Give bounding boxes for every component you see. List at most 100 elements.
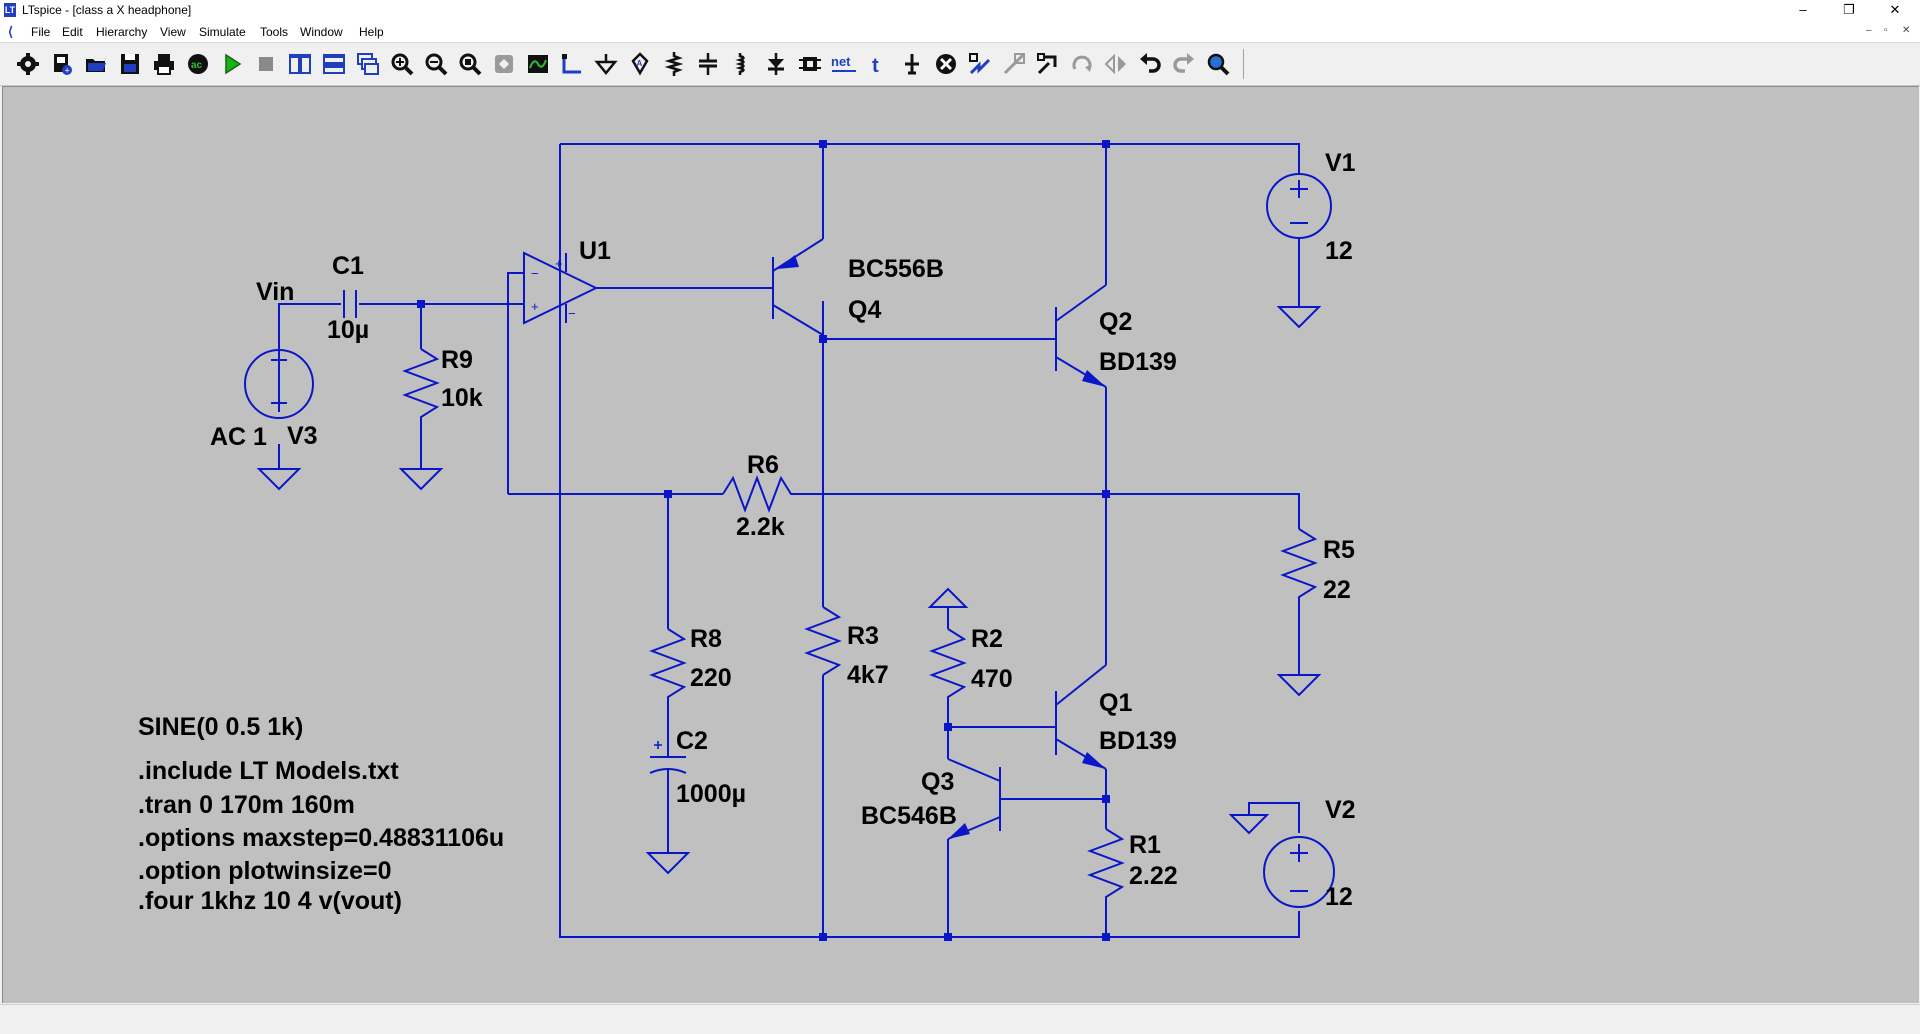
directive-four[interactable]: .four 1khz 10 4 v(vout) (138, 887, 402, 915)
place-text-button[interactable]: t (865, 51, 891, 77)
control-panel-button[interactable]: ac (185, 51, 211, 77)
rotate-button[interactable] (1069, 51, 1095, 77)
maximize-button[interactable]: ❐ (1843, 2, 1855, 17)
window-title: LTspice - [class a X headphone] (22, 3, 192, 17)
directive-option-plotwinsize[interactable]: .option plotwinsize=0 (138, 857, 391, 885)
ground-v1 (1276, 306, 1322, 329)
zoom-in-button[interactable] (389, 51, 415, 77)
resistor-r1[interactable] (1087, 828, 1125, 907)
new-schematic-button[interactable]: + (49, 51, 75, 77)
resistor-r8[interactable] (649, 628, 687, 707)
settings-button[interactable] (15, 51, 41, 77)
supply-arrow-r2 (927, 587, 969, 608)
place-component-button[interactable] (797, 51, 823, 77)
stop-icon (259, 57, 273, 71)
waveform-icon (528, 55, 548, 73)
resistor-r2[interactable] (929, 628, 967, 707)
tile-horizontal-button[interactable] (321, 51, 347, 77)
delete-icon (936, 54, 956, 74)
minimize-button[interactable]: – (1799, 2, 1807, 17)
capacitor-c1[interactable] (343, 290, 357, 318)
place-ground-button[interactable] (593, 51, 619, 77)
resistor-r6[interactable] (722, 475, 799, 513)
resistor-r5[interactable] (1280, 528, 1318, 607)
menu-file[interactable]: File (31, 25, 51, 39)
r3-name: R3 (847, 622, 879, 650)
place-port-button[interactable] (899, 51, 925, 77)
run-button[interactable] (219, 51, 245, 77)
menu-help[interactable]: Help (359, 25, 384, 39)
menu-view[interactable]: View (160, 25, 186, 39)
find-icon (1207, 53, 1230, 76)
find-button[interactable] (1205, 51, 1231, 77)
draw-wire-button[interactable] (559, 51, 585, 77)
menu-hierarchy[interactable]: Hierarchy (96, 25, 148, 39)
tile-vertical-button[interactable] (287, 51, 313, 77)
directive-options-maxstep[interactable]: .options maxstep=0.48831106u (138, 824, 504, 852)
autorange-button[interactable] (525, 51, 551, 77)
resistor-r3[interactable] (804, 606, 842, 676)
close-button[interactable]: ✕ (1889, 2, 1901, 17)
schematic-editor[interactable]: V1 12 V2 12 AC 1 V3 Vin C1 10µ R9 10k (2, 86, 1919, 1003)
c1-value: 10µ (327, 316, 369, 344)
zoom-fit-button[interactable] (457, 51, 483, 77)
capacitor-c2[interactable] (649, 741, 687, 784)
run-icon (225, 53, 242, 75)
menu-simulate[interactable]: Simulate (199, 25, 246, 39)
directive-include[interactable]: .include LT Models.txt (138, 757, 399, 785)
mirror-button[interactable] (1103, 51, 1129, 77)
place-capacitor-button[interactable] (695, 51, 721, 77)
transistor-q2[interactable] (1055, 284, 1107, 388)
mdi-restore-button[interactable]: ▫ (1884, 25, 1888, 36)
v2-value: 12 (1325, 883, 1353, 911)
menu-edit[interactable]: Edit (62, 25, 83, 39)
voltage-source-v3[interactable] (244, 349, 314, 419)
duplicate-button[interactable] (967, 51, 993, 77)
menu-tools[interactable]: Tools (260, 25, 289, 39)
voltage-source-v1[interactable] (1266, 173, 1332, 239)
transistor-q1[interactable] (1055, 664, 1107, 770)
print-button[interactable] (151, 51, 177, 77)
component-icon (799, 57, 821, 71)
halt-button[interactable] (253, 51, 279, 77)
open-button[interactable] (83, 51, 109, 77)
save-button[interactable] (117, 51, 143, 77)
resistor-r9[interactable] (402, 348, 440, 427)
drag-button[interactable] (1035, 51, 1061, 77)
mdi-close-button[interactable]: ✕ (1902, 25, 1911, 36)
place-label-button[interactable]: A (627, 51, 653, 77)
r2-value: 470 (971, 665, 1013, 693)
transistor-q3[interactable] (947, 758, 1001, 840)
place-diode-button[interactable] (763, 51, 789, 77)
opamp-pin-plus-in: + (531, 299, 539, 314)
svg-text:ac: ac (191, 60, 203, 71)
zoom-fit-icon (459, 53, 482, 76)
diode-icon (768, 53, 784, 75)
undo-button[interactable] (1137, 51, 1163, 77)
transistor-q4[interactable] (772, 238, 824, 336)
place-resistor-button[interactable] (661, 51, 687, 77)
redo-button[interactable] (1171, 51, 1197, 77)
v3-name: V3 (287, 422, 318, 450)
delete-button[interactable] (933, 51, 959, 77)
directive-sine[interactable]: SINE(0 0.5 1k) (138, 713, 303, 741)
printer-icon (154, 54, 174, 75)
zoom-out-button[interactable] (423, 51, 449, 77)
r5-name: R5 (1323, 536, 1355, 564)
menu-window[interactable]: Window (300, 25, 343, 39)
r3-value: 4k7 (847, 661, 889, 689)
spice-directive-button[interactable]: net (831, 51, 857, 77)
voltage-source-v2[interactable] (1263, 836, 1335, 908)
cascade-button[interactable] (355, 51, 381, 77)
pan-button[interactable] (491, 51, 517, 77)
schematic-canvas[interactable]: V1 12 V2 12 AC 1 V3 Vin C1 10µ R9 10k (3, 87, 1919, 1003)
redo-icon (1173, 53, 1194, 73)
place-inductor-button[interactable] (729, 51, 755, 77)
directive-tran[interactable]: .tran 0 170m 160m (138, 791, 355, 819)
mdi-minimize-button[interactable]: – (1866, 25, 1872, 36)
spice-directives[interactable]: SINE(0 0.5 1k) .include LT Models.txt .t… (138, 713, 504, 915)
opamp-u1[interactable] (523, 251, 599, 325)
move-button[interactable] (1001, 51, 1027, 77)
v3-value: AC 1 (210, 423, 267, 451)
net-label-vin: Vin (256, 278, 294, 306)
